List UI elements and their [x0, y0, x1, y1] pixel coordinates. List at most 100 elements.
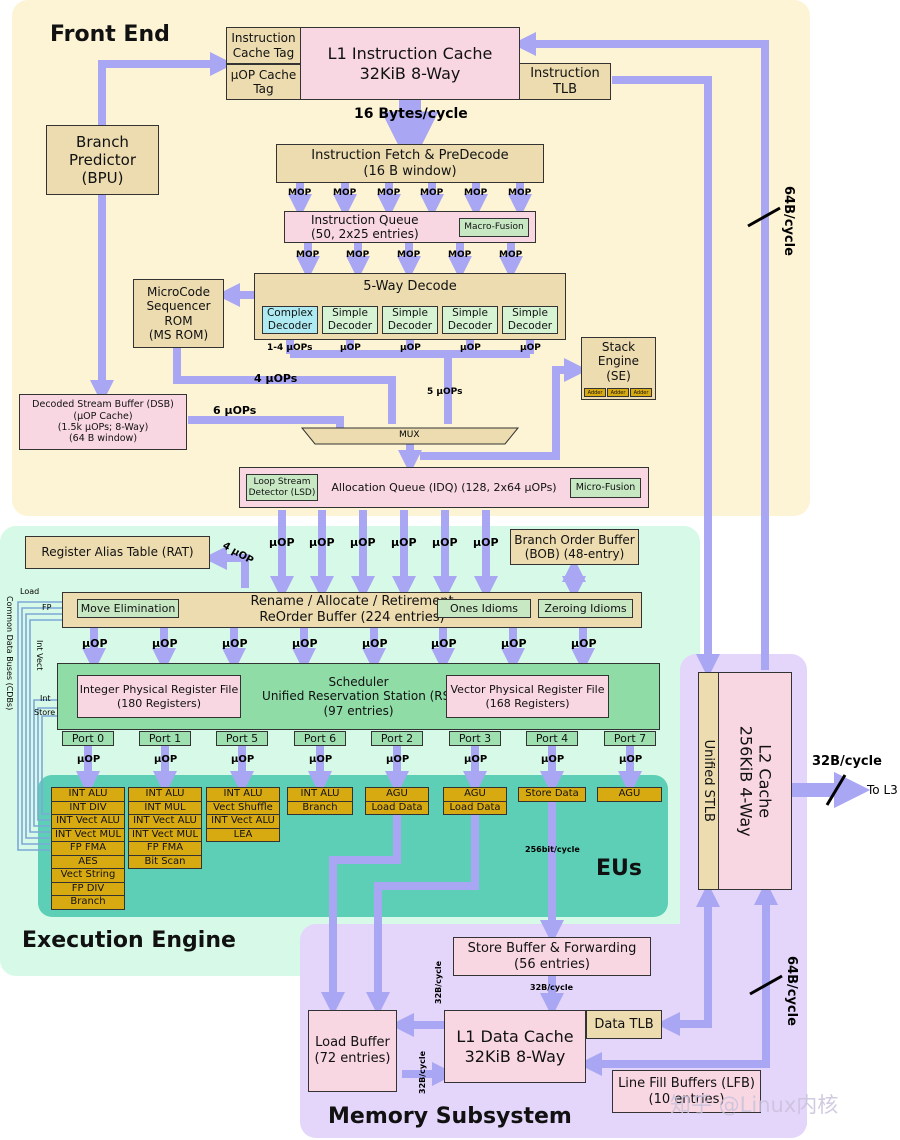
eu-unit: Branch: [302, 801, 338, 813]
eu-unit: Store Data: [525, 788, 579, 799]
simple-decoder: Simple Decoder: [322, 306, 378, 334]
uop-label: µOP: [309, 536, 335, 549]
microcode-sequencer-rom: MicroCode Sequencer ROM(MS ROM): [133, 279, 224, 348]
port-5: Port 5: [216, 731, 268, 746]
port-6: Port 6: [294, 731, 346, 746]
eu-unit: INT Vect ALU: [207, 815, 279, 829]
uop-label: µOP: [309, 754, 333, 765]
vector-physical-register-file: Vector Physical Register File(168 Regist…: [446, 675, 609, 718]
simple-decoder: Simple Decoder: [442, 306, 498, 334]
unified-stlb: Unified STLB: [698, 672, 719, 890]
bus-store-label: Store: [34, 708, 56, 717]
mop-label: MOP: [448, 250, 472, 260]
store-bandwidth-label: 256bit/cycle: [525, 845, 580, 854]
load-buffer: Load Buffer(72 entries): [308, 1010, 397, 1092]
simple-decoder: Simple Decoder: [382, 306, 438, 334]
uop-label: µOP: [431, 637, 457, 650]
uop-label: µOP: [473, 536, 499, 549]
register-alias-table: Register Alias Table (RAT): [25, 536, 210, 569]
uop-label: µOP: [340, 343, 361, 353]
mop-label: MOP: [346, 250, 370, 260]
eu-unit: INT Vect ALU: [129, 815, 201, 829]
to-l3-label: To L3: [867, 783, 898, 797]
bus-fp-label: FP: [42, 603, 52, 612]
eu-unit: Vect String: [52, 869, 124, 883]
uops-1-4-label: 1-4 µOPs: [267, 343, 313, 353]
port-3: Port 3: [449, 731, 501, 746]
eu-unit: Load Data: [449, 801, 501, 813]
simple-decoder: Simple Decoder: [502, 306, 558, 334]
bus-load-label: Load: [20, 587, 40, 596]
micro-fusion: Micro-Fusion: [570, 478, 641, 498]
front-end-title: Front End: [50, 22, 170, 47]
eu-unit: INT ALU: [52, 788, 124, 802]
uop-label: µOP: [541, 754, 565, 765]
mop-label: MOP: [333, 188, 357, 198]
branch-predictor: Branch Predictor(BPU): [46, 125, 159, 195]
uop-label: µOP: [154, 754, 178, 765]
mop-label: MOP: [420, 188, 444, 198]
eu-unit: INT Vect MUL: [129, 829, 201, 842]
eu-stack-port-6: INT ALU Branch: [287, 787, 353, 815]
eu-unit: INT Vect ALU: [52, 815, 124, 829]
eu-stack-port-1: INT ALU INT MUL INT Vect ALU INT Vect MU…: [128, 787, 202, 869]
eu-unit: AGU: [618, 788, 641, 799]
mop-label: MOP: [288, 188, 312, 198]
uop-label: µOP: [292, 637, 318, 650]
port-2: Port 2: [371, 731, 423, 746]
instruction-cache-tag: Instruction Cache Tag: [226, 27, 301, 64]
l1d-lb-bandwidth-label: 32B/cycle: [434, 960, 443, 1004]
complex-decoder: Complex Decoder: [262, 306, 318, 334]
l2-l1i-bandwidth-label: 64B/cycle: [781, 186, 796, 256]
store-buffer: Store Buffer & Forwarding(56 entries): [453, 937, 651, 976]
eu-unit: INT Vect MUL: [52, 829, 124, 842]
eu-unit: Branch: [70, 896, 106, 907]
eu-stack-port-0: INT ALU INT DIV INT Vect ALU INT Vect MU…: [51, 787, 125, 910]
eu-unit: INT ALU: [288, 788, 352, 802]
eu-unit: FP FMA: [129, 842, 201, 856]
uop-label: µOP: [269, 536, 295, 549]
uop-cache-tag: µOP Cache Tag: [226, 64, 301, 100]
instruction-fetch-predecode: Instruction Fetch & PreDecode(16 B windo…: [276, 144, 544, 183]
adder: Adder: [630, 388, 652, 397]
lb-l1d-bandwidth-label: 32B/cycle: [418, 1050, 427, 1094]
memory-subsystem-title: Memory Subsystem: [328, 1104, 572, 1129]
uop-label: µOP: [350, 536, 376, 549]
watermark: 知乎 @Linux内核: [670, 1093, 839, 1117]
ones-idioms: Ones Idioms: [437, 599, 531, 618]
uop-label: µOP: [571, 637, 597, 650]
eu-unit: INT ALU: [129, 788, 201, 802]
execution-engine-title: Execution Engine: [22, 928, 236, 953]
l2-lfb-bandwidth-label: 64B/cycle: [784, 956, 799, 1026]
instruction-tlb: Instruction TLB: [519, 63, 611, 100]
eu-stack-port-2: AGU Load Data: [365, 787, 429, 815]
branch-order-buffer: Branch Order Buffer(BOB) (48-entry): [510, 529, 639, 565]
uop-label: µOP: [222, 637, 248, 650]
eus-title: EUs: [596, 856, 642, 881]
macro-fusion: Macro-Fusion: [459, 218, 529, 237]
mop-label: MOP: [508, 188, 532, 198]
eu-unit: Bit Scan: [144, 855, 186, 867]
bus-int-label: Int: [40, 694, 51, 703]
uop-label: µOP: [82, 637, 108, 650]
port-4: Port 4: [526, 731, 578, 746]
uop-label: µOP: [362, 637, 388, 650]
mux-label: MUX: [399, 430, 420, 440]
mop-label: MOP: [377, 188, 401, 198]
uop-label: µOP: [231, 754, 255, 765]
store-l1d-bandwidth-label: 32B/cycle: [530, 983, 574, 992]
loop-stream-detector: Loop Stream Detector (LSD): [246, 474, 318, 501]
uop-label: µOP: [520, 343, 541, 353]
eu-unit: FP DIV: [52, 883, 124, 896]
move-elimination: Move Elimination: [77, 599, 179, 618]
uop-label: µOP: [501, 637, 527, 650]
mop-label: MOP: [499, 250, 523, 260]
instruction-queue: Instruction Queue(50, 2x25 entries): [284, 211, 536, 243]
port-1: Port 1: [139, 731, 191, 746]
port-7: Port 7: [604, 731, 656, 746]
